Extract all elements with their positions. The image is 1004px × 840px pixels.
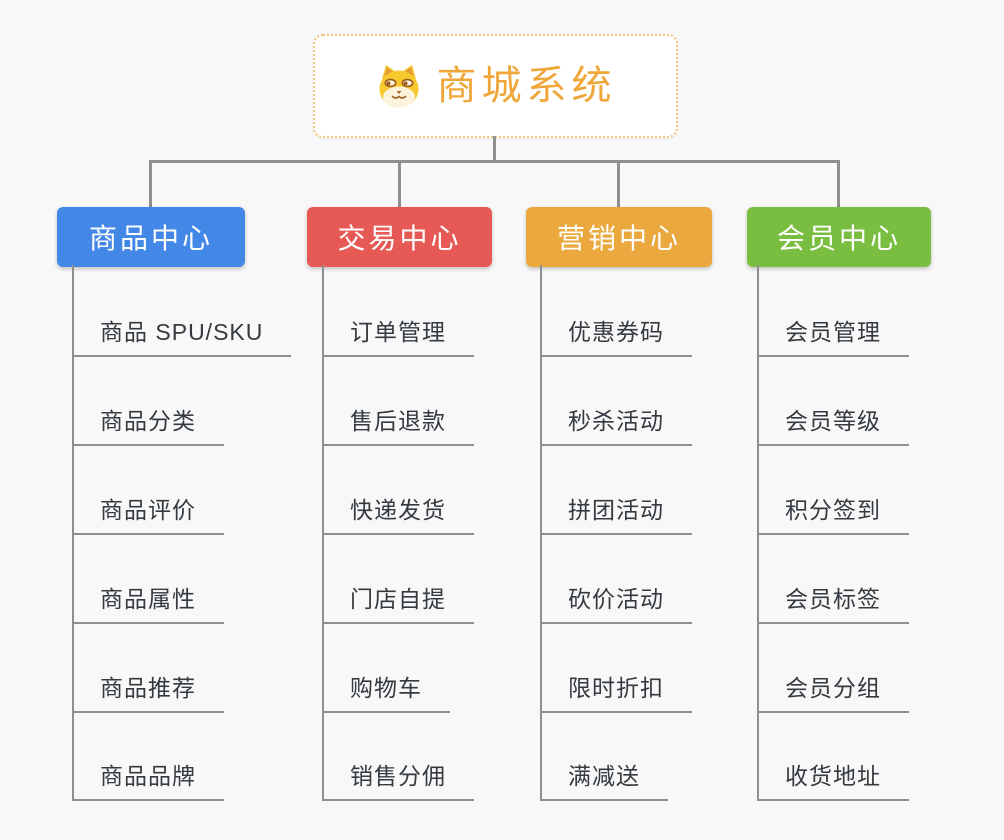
leaf-topic[interactable]: 商品评价 [72,497,224,535]
connector-root-stub [493,136,496,162]
leaf-topic[interactable]: 砍价活动 [540,586,692,624]
leaf-topic[interactable]: 会员标签 [757,586,909,624]
leaf-topic[interactable]: 售后退款 [322,408,474,446]
connector-drop-product-center [149,160,152,208]
leaf-topic[interactable]: 限时折扣 [540,675,692,713]
leaf-topic[interactable]: 快递发货 [322,497,474,535]
connector-drop-trade-center [398,160,401,208]
leaf-topic[interactable]: 拼团活动 [540,497,692,535]
branch-topic-marketing-center[interactable]: 营销中心 [526,207,712,267]
root-topic[interactable]: 商城系统 [313,34,678,138]
leaf-topic[interactable]: 优惠券码 [540,319,692,357]
leaf-topic[interactable]: 商品 SPU/SKU [72,319,292,357]
leaf-topic[interactable]: 订单管理 [322,319,474,357]
connector-drop-marketing-center [617,160,620,208]
leaf-topic[interactable]: 商品分类 [72,408,224,446]
leaf-topic[interactable]: 会员分组 [757,675,909,713]
leaf-topic[interactable]: 会员管理 [757,319,909,357]
leaf-topic[interactable]: 商品推荐 [72,675,224,713]
branch-topic-trade-center[interactable]: 交易中心 [307,207,492,267]
leaf-topic[interactable]: 商品品牌 [72,763,224,801]
leaf-topic[interactable]: 会员等级 [757,408,909,446]
leaf-topic[interactable]: 满减送 [540,763,668,801]
dog-face-icon [375,63,423,109]
leaf-topic[interactable]: 销售分佣 [322,763,474,801]
leaf-topic[interactable]: 门店自提 [322,586,474,624]
leaf-topic[interactable]: 商品属性 [72,586,224,624]
leaf-topic[interactable]: 秒杀活动 [540,408,692,446]
connector-horizontal-bar [149,160,840,163]
root-topic-label: 商城系统 [436,64,617,108]
leaf-topic[interactable]: 收货地址 [757,763,909,801]
branch-topic-product-center[interactable]: 商品中心 [57,207,245,267]
leaf-topic[interactable]: 积分签到 [757,497,909,535]
leaf-topic[interactable]: 购物车 [322,675,450,713]
branch-topic-member-center[interactable]: 会员中心 [747,207,931,267]
connector-drop-member-center [837,160,840,208]
